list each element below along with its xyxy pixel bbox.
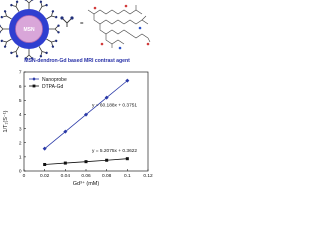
data-point bbox=[63, 161, 67, 165]
dendron bbox=[10, 46, 20, 58]
dendron-shell bbox=[0, 0, 60, 60]
x-tick-label: 0.08 bbox=[102, 173, 112, 179]
dendron bbox=[38, 0, 48, 12]
data-point bbox=[104, 95, 109, 100]
figure: MSN = MSN-dendron-Gd based MRI contrast … bbox=[0, 0, 154, 189]
dendron bbox=[46, 10, 58, 20]
schematic-caption: MSN-dendron-Gd based MRI contrast agent bbox=[24, 58, 130, 64]
data-point bbox=[84, 160, 88, 164]
x-axis-label: Gd³⁺ (mM) bbox=[73, 180, 100, 187]
y-tick-label: 0 bbox=[19, 169, 22, 175]
dendron-chemical-structure bbox=[87, 4, 151, 50]
msn-core bbox=[15, 15, 43, 43]
x-tick-label: 0 bbox=[23, 173, 26, 179]
legend-marker bbox=[32, 84, 36, 88]
x-tick-label: 0.04 bbox=[61, 173, 71, 179]
dendron bbox=[24, 49, 34, 60]
dendron bbox=[0, 24, 9, 34]
y-tick-label: 3 bbox=[19, 126, 22, 132]
legend-label: Nanoprobe bbox=[42, 77, 67, 83]
y-tick-label: 4 bbox=[19, 112, 22, 118]
y-tick-label: 7 bbox=[19, 70, 22, 76]
dendron bbox=[46, 38, 58, 48]
x-tick-label: 0.12 bbox=[143, 173, 153, 179]
msn-label: MSN bbox=[23, 27, 35, 33]
y-tick-label: 1 bbox=[19, 155, 22, 161]
relaxivity-chart: 0 0.02 0.04 0.06 0.08 0.1 0.12 0 1 2 3 4 5 6 7 1/T₁(S⁻… bbox=[3, 70, 153, 187]
fit-equation-dtpa-gd: y = 5.2075x + 0.3622 bbox=[92, 148, 137, 154]
data-point bbox=[42, 146, 47, 151]
dendron-legend-icon bbox=[60, 16, 74, 27]
x-tick-label: 0.06 bbox=[81, 173, 91, 179]
equals-sign: = bbox=[80, 21, 84, 27]
dendron bbox=[0, 10, 12, 20]
fit-equation-nanoprobe: y = 60.188x + 0.3751 bbox=[92, 103, 137, 109]
data-point bbox=[125, 78, 130, 83]
legend-label: DTPA-Gd bbox=[42, 84, 64, 90]
y-tick-label: 5 bbox=[19, 98, 22, 104]
legend-marker bbox=[32, 77, 36, 81]
x-tick-label: 0.1 bbox=[124, 173, 131, 179]
x-tick-label: 0.02 bbox=[40, 173, 50, 179]
dendron bbox=[10, 0, 20, 12]
y-tick-label: 2 bbox=[19, 140, 22, 146]
data-point bbox=[43, 162, 47, 166]
data-point bbox=[63, 129, 68, 134]
dendron bbox=[49, 24, 60, 34]
nanoparticle-schematic: MSN = bbox=[0, 0, 151, 60]
dendron bbox=[0, 38, 12, 48]
data-point bbox=[105, 158, 109, 162]
y-axis-label: 1/T₁(S⁻¹) bbox=[3, 110, 9, 132]
data-point bbox=[125, 157, 129, 161]
data-point bbox=[84, 112, 88, 117]
y-tick-label: 6 bbox=[19, 84, 22, 90]
dendron bbox=[24, 0, 34, 9]
dendron bbox=[38, 46, 48, 58]
